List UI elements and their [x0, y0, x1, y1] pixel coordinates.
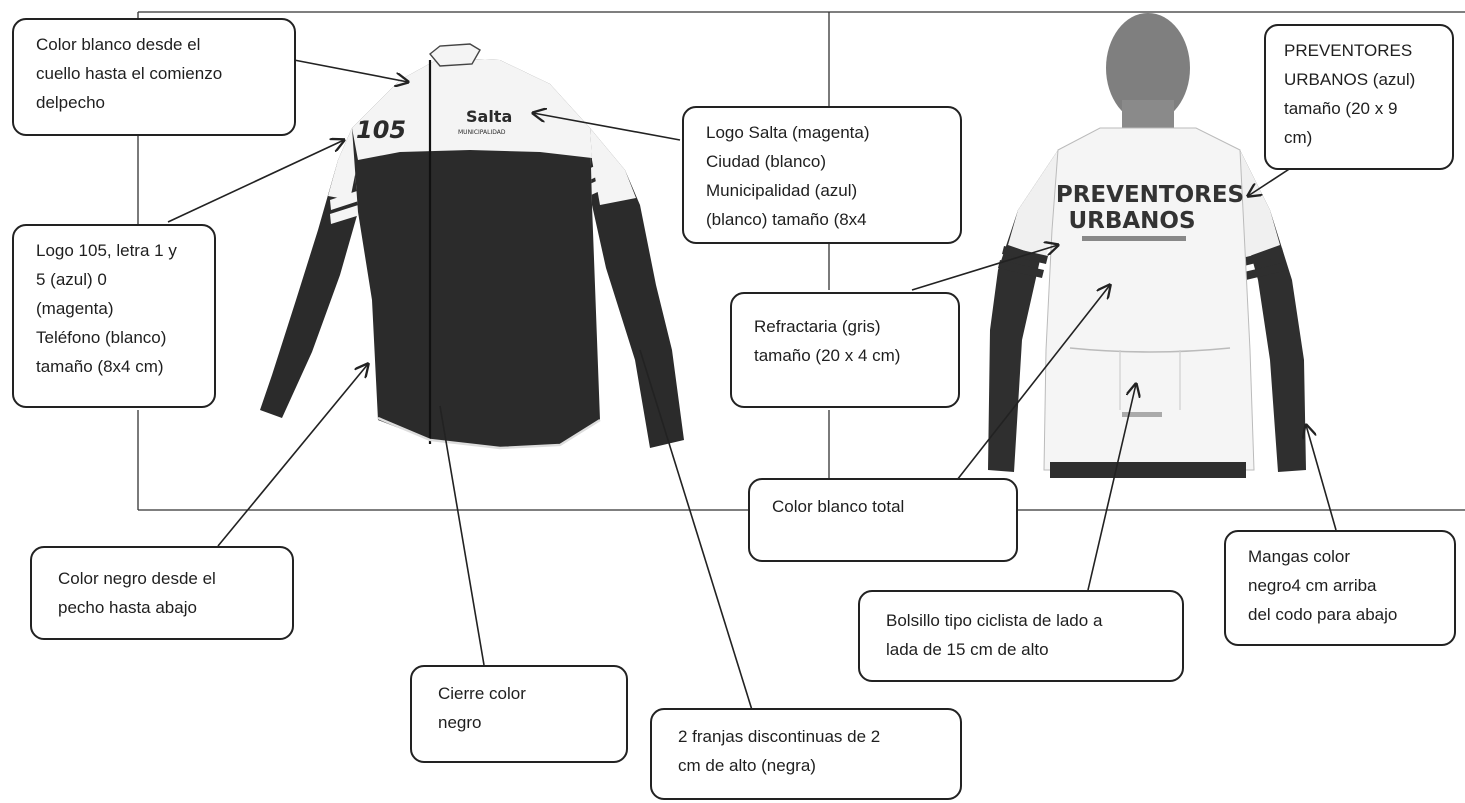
callout-negro-pecho: Color negro desde el pecho hasta abajo [30, 546, 294, 640]
back-reflective-strip [1122, 412, 1162, 417]
callout-negro-pecho-line: pecho hasta abajo [58, 598, 197, 617]
callout-preventores: PREVENTORES URBANOS (azul) tamaño (20 x … [1264, 24, 1454, 170]
leader-cierre [439, 405, 485, 666]
callout-refractaria-line: Refractaria (gris) [754, 317, 881, 336]
callout-logo-salta: Logo Salta (magenta) Ciudad (blanco) Mun… [682, 106, 962, 244]
front-salta-subtext: MUNICIPALIDAD [458, 129, 506, 136]
callout-cierre: Cierre color negro [410, 665, 628, 763]
callout-mangas-line: del codo para abajo [1248, 605, 1398, 624]
leader-franjas [639, 349, 753, 711]
callout-preventores-line: PREVENTORES [1284, 41, 1413, 60]
callout-collar: Color blanco desde el cuello hasta el co… [12, 18, 296, 136]
front-salta-logo: Salta [466, 107, 512, 126]
callout-logo-salta-line: Municipalidad (azul) [706, 181, 858, 200]
callout-blanco-total-line: Color blanco total [772, 497, 905, 516]
leader-refractaria [911, 245, 1058, 291]
callout-logo-105: Logo 105, letra 1 y 5 (azul) 0 (magenta)… [12, 224, 216, 408]
leader-logo-salta [533, 113, 681, 141]
front-body [352, 58, 600, 448]
callout-preventores-line: cm) [1284, 128, 1313, 147]
leader-logo105 [167, 140, 344, 223]
callout-mangas: Mangas color negro4 cm arriba del codo p… [1224, 530, 1456, 646]
callout-franjas-line: cm de alto (negra) [678, 756, 816, 775]
back-body [1043, 127, 1255, 471]
back-head [1106, 13, 1190, 123]
callout-logo-105-line: Logo 105, letra 1 y [36, 241, 177, 260]
callout-franjas-line: 2 franjas discontinuas de 2 [678, 727, 881, 746]
callout-logo-salta-line: Logo Salta (magenta) [706, 123, 870, 142]
callout-collar-line: Color blanco desde el [36, 35, 201, 54]
front-white-yoke [352, 58, 592, 160]
callout-franjas: 2 franjas discontinuas de 2 cm de alto (… [650, 708, 962, 800]
callout-cierre-line: Cierre color [438, 684, 526, 703]
leader-bolsillo [1087, 384, 1136, 591]
callout-refractaria: Refractaria (gris) tamaño (20 x 4 cm) [730, 292, 960, 408]
front-jersey-illustration: 105 Salta MUNICIPALIDAD [260, 43, 684, 450]
callout-preventores-line: tamaño (20 x 9 [1284, 99, 1398, 118]
callout-collar-line: cuello hasta el comienzo [36, 64, 223, 83]
callout-preventores-line: URBANOS (azul) [1284, 70, 1416, 89]
callout-collar-line: delpecho [36, 93, 106, 112]
leader-mangas [1306, 425, 1337, 531]
callout-mangas-line: negro4 cm arriba [1248, 576, 1377, 595]
back-text-underline [1082, 236, 1186, 241]
callout-cierre-line: negro [438, 713, 482, 732]
back-jersey-illustration: PREVENTORES URBANOS [988, 13, 1306, 478]
leader-blanco-total [956, 285, 1110, 481]
callout-negro-pecho-line: Color negro desde el [58, 569, 216, 588]
callout-logo-105-line: 5 (azul) 0 [36, 270, 107, 289]
callout-refractaria-line: tamaño (20 x 4 cm) [754, 346, 901, 365]
callout-logo-salta-line: Ciudad (blanco) [706, 152, 827, 171]
front-badge-105: 105 [356, 116, 406, 144]
front-right-sleeve [590, 128, 684, 448]
leader-negro-pecho [217, 364, 368, 547]
back-text-urbanos: URBANOS [1068, 208, 1195, 234]
callout-logo-105-line: Teléfono (blanco) [36, 328, 167, 347]
leader-collar [293, 59, 408, 82]
callout-bolsillo-line: lada de 15 cm de alto [886, 640, 1049, 659]
callout-logo-salta-line: (blanco) tamaño (8x4 [706, 210, 867, 229]
callout-blanco-total: Color blanco total [748, 478, 1018, 562]
callout-bolsillo-line: Bolsillo tipo ciclista de lado a [886, 611, 1103, 630]
back-text-preventores: PREVENTORES [1056, 182, 1244, 208]
callout-bolsillo: Bolsillo tipo ciclista de lado a lada de… [858, 590, 1184, 682]
callout-mangas-line: Mangas color [1248, 547, 1351, 566]
back-pockets [1069, 347, 1231, 353]
callout-logo-105-line: (magenta) [36, 299, 114, 318]
callout-logo-105-line: tamaño (8x4 cm) [36, 357, 164, 376]
